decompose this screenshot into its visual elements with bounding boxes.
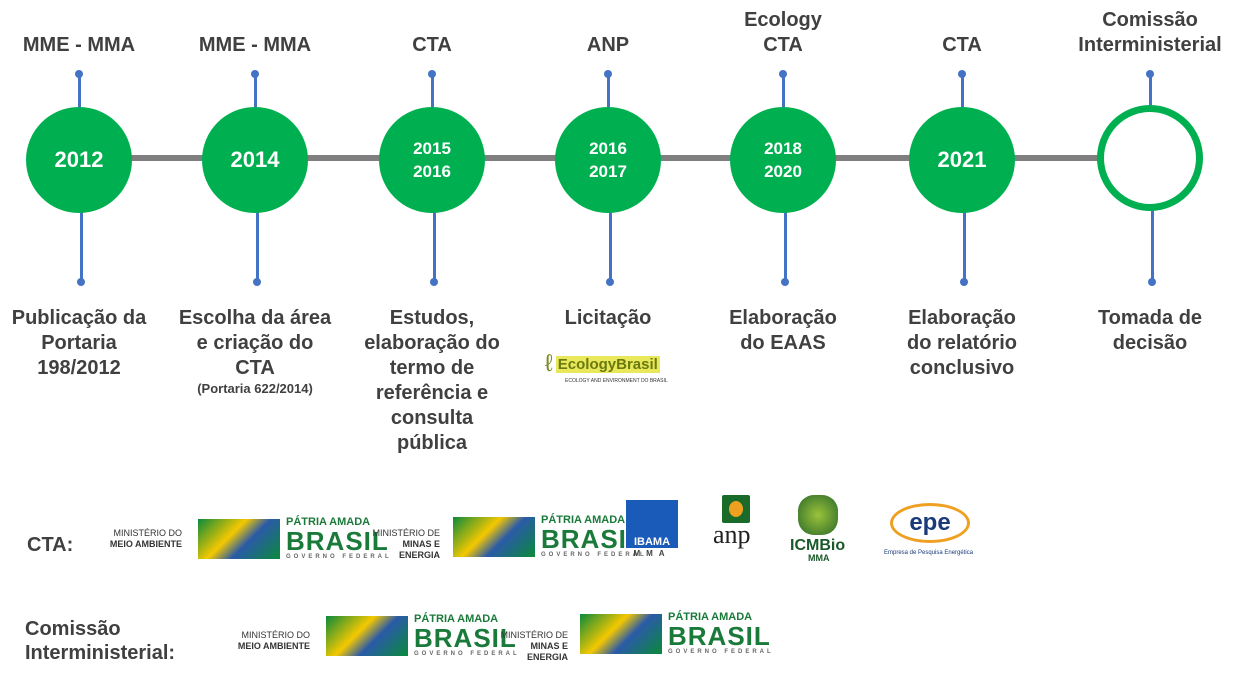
milestone-circle: 2018 2020 bbox=[730, 107, 836, 213]
milestone-actor: MME - MMA bbox=[198, 34, 312, 56]
connector-dot bbox=[1146, 70, 1154, 78]
brasil-flag-icon bbox=[580, 613, 662, 654]
connector-bottom bbox=[80, 210, 83, 282]
milestone-description: Estudos, elaboração do termo de referênc… bbox=[364, 307, 500, 454]
milestone-circle: 2014 bbox=[202, 107, 308, 213]
connector-dot bbox=[253, 278, 261, 286]
milestone-description: Escolha da área e criação do CTA(Portari… bbox=[170, 306, 340, 397]
connector-bottom bbox=[256, 210, 259, 282]
ecology-icon: ℓ bbox=[545, 350, 553, 377]
milestone-description: Publicação da Portaria 198/2012 bbox=[11, 307, 147, 379]
connector-top bbox=[254, 74, 257, 110]
epe-logo: epe bbox=[890, 503, 970, 543]
connector-dot bbox=[958, 70, 966, 78]
brasil-flag-icon bbox=[198, 518, 280, 559]
connector-dot bbox=[251, 70, 259, 78]
connector-dot bbox=[604, 70, 612, 78]
cta-label: CTA: bbox=[27, 534, 74, 556]
milestone-circle: 2016 2017 bbox=[555, 107, 661, 213]
connector-top bbox=[78, 74, 81, 110]
connector-dot bbox=[77, 278, 85, 286]
ibama-logo: IBAMA bbox=[626, 500, 678, 548]
milestone-description: Licitação bbox=[564, 307, 652, 329]
milestone-actor: CTA bbox=[942, 34, 982, 56]
milestone-description: Elaboração do EAAS bbox=[729, 307, 837, 354]
milestone-circle: 2015 2016 bbox=[379, 107, 485, 213]
milestone-actor: Ecology CTA bbox=[744, 9, 822, 56]
milestone-circle: 2012 bbox=[26, 107, 132, 213]
connector-top bbox=[961, 74, 964, 110]
comissao-label: Comissão Interministerial: bbox=[25, 618, 176, 664]
connector-top bbox=[607, 74, 610, 110]
connector-dot bbox=[781, 278, 789, 286]
anp-logo: anp bbox=[713, 520, 751, 549]
ecology-brasil-logo: ℓ EcologyBrasil ECOLOGY AND ENVIRONMENT … bbox=[545, 350, 668, 384]
connector-bottom bbox=[963, 210, 966, 282]
connector-bottom bbox=[1151, 210, 1154, 282]
milestone-note: (Portaria 622/2014) bbox=[197, 381, 313, 396]
connector-bottom bbox=[433, 210, 436, 282]
connector-dot bbox=[1148, 278, 1156, 286]
icmbio-logo: ICMBio bbox=[790, 537, 846, 554]
connector-dot bbox=[779, 70, 787, 78]
milestone-actor: CTA bbox=[412, 34, 452, 56]
connector-dot bbox=[430, 278, 438, 286]
connector-bottom bbox=[609, 210, 612, 282]
milestone-actor: Comissão Interministerial bbox=[1078, 9, 1222, 56]
connector-bottom bbox=[784, 210, 787, 282]
milestone-circle: 2021 bbox=[909, 107, 1015, 213]
milestone-description: Elaboração do relatório conclusivo bbox=[906, 307, 1017, 379]
milestone-actor: ANP bbox=[586, 34, 630, 56]
anp-drop-icon bbox=[722, 495, 750, 523]
connector-top bbox=[782, 74, 785, 110]
connector-top bbox=[1149, 74, 1152, 110]
milestone-description: Tomada de decisão bbox=[1097, 307, 1203, 354]
milestone-circle bbox=[1097, 105, 1203, 211]
icmbio-map-icon bbox=[798, 495, 838, 535]
connector-dot bbox=[606, 278, 614, 286]
connector-dot bbox=[960, 278, 968, 286]
connector-dot bbox=[428, 70, 436, 78]
brasil-flag-icon bbox=[453, 516, 535, 557]
connector-dot bbox=[75, 70, 83, 78]
connector-top bbox=[431, 74, 434, 110]
brasil-flag-icon bbox=[326, 615, 408, 656]
milestone-actor: MME - MMA bbox=[22, 34, 136, 56]
